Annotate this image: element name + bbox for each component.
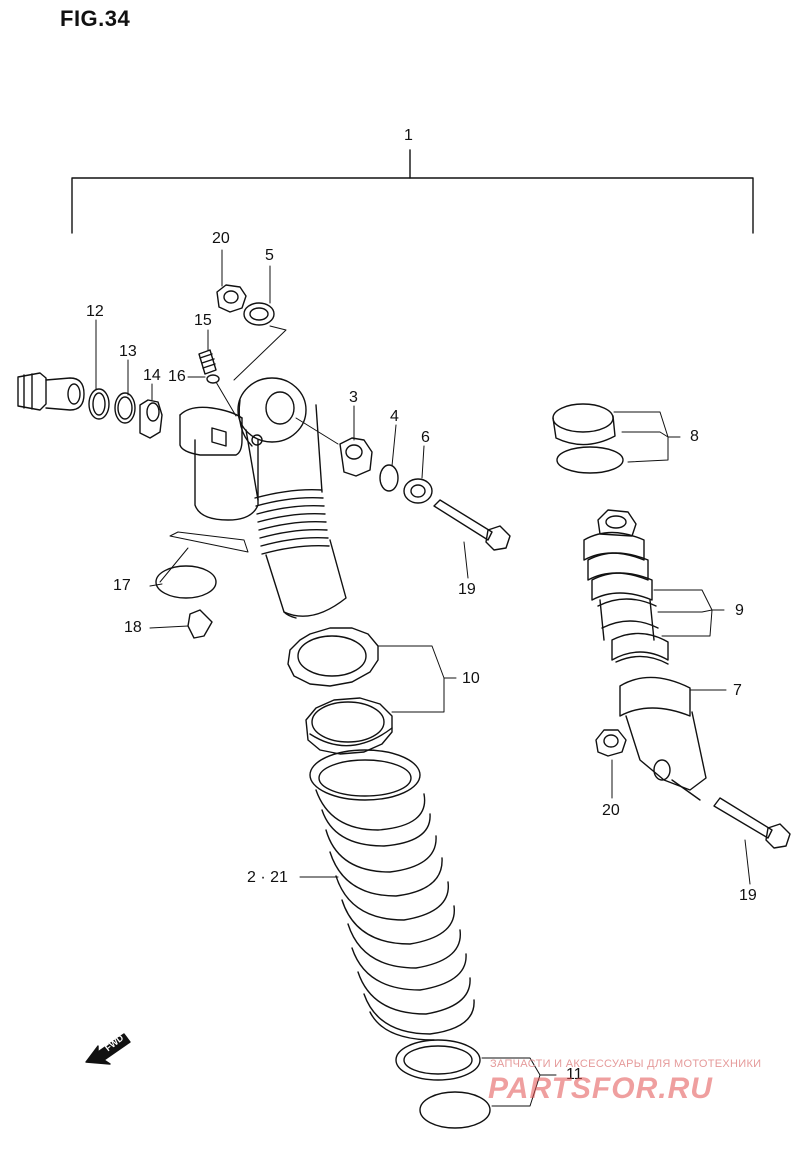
damper-rod-assembly [583, 509, 707, 801]
callout-10: 10 [462, 670, 480, 687]
assembly-bracket [71, 149, 754, 234]
figure-title: FIG.34 [60, 6, 131, 31]
callout-3: 3 [349, 389, 358, 406]
fwd-arrow-icon [85, 1033, 131, 1065]
lower-bolt [713, 797, 791, 849]
spring-adjuster-nuts [287, 627, 393, 755]
leader-lines [95, 249, 751, 1107]
adjuster-assembly [17, 372, 163, 439]
o-ring-and-cap [155, 531, 249, 639]
callout-14: 14 [143, 367, 161, 384]
coil-spring [309, 749, 475, 1041]
callout-6: 6 [421, 429, 430, 446]
callout-5: 5 [265, 247, 274, 264]
callout-17: 17 [113, 577, 131, 594]
callout-2-21: 2 · 21 [247, 869, 288, 886]
callout-7: 7 [733, 682, 742, 699]
callout-1: 1 [404, 127, 413, 144]
air-valve [198, 349, 220, 384]
watermark-logo: PARTSFOR.RU [488, 1072, 713, 1105]
spring-seats [395, 1039, 491, 1129]
callout-9: 9 [735, 602, 744, 619]
callout-20-upper: 20 [212, 230, 230, 247]
callout-19-upper: 19 [458, 581, 476, 598]
bushing-set [339, 437, 433, 504]
callout-11: 11 [566, 1066, 583, 1083]
callout-15: 15 [194, 312, 212, 329]
callout-13: 13 [119, 343, 137, 360]
callout-16: 16 [168, 368, 186, 385]
shock-body [179, 377, 347, 619]
top-nut-and-washer [216, 284, 275, 326]
callout-8: 8 [690, 428, 699, 445]
callout-18: 18 [124, 619, 142, 636]
lower-nut [595, 729, 627, 757]
bump-rubbers [552, 403, 624, 474]
upper-bolt [433, 499, 511, 551]
callout-20-lower: 20 [602, 802, 620, 819]
callout-19-lower: 19 [739, 887, 757, 904]
callout-4: 4 [390, 408, 399, 425]
watermark-caption: ЗАПЧАСТИ И АКСЕССУАРЫ ДЛЯ МОТОТЕХНИКИ [490, 1058, 762, 1070]
callout-12: 12 [86, 303, 104, 320]
